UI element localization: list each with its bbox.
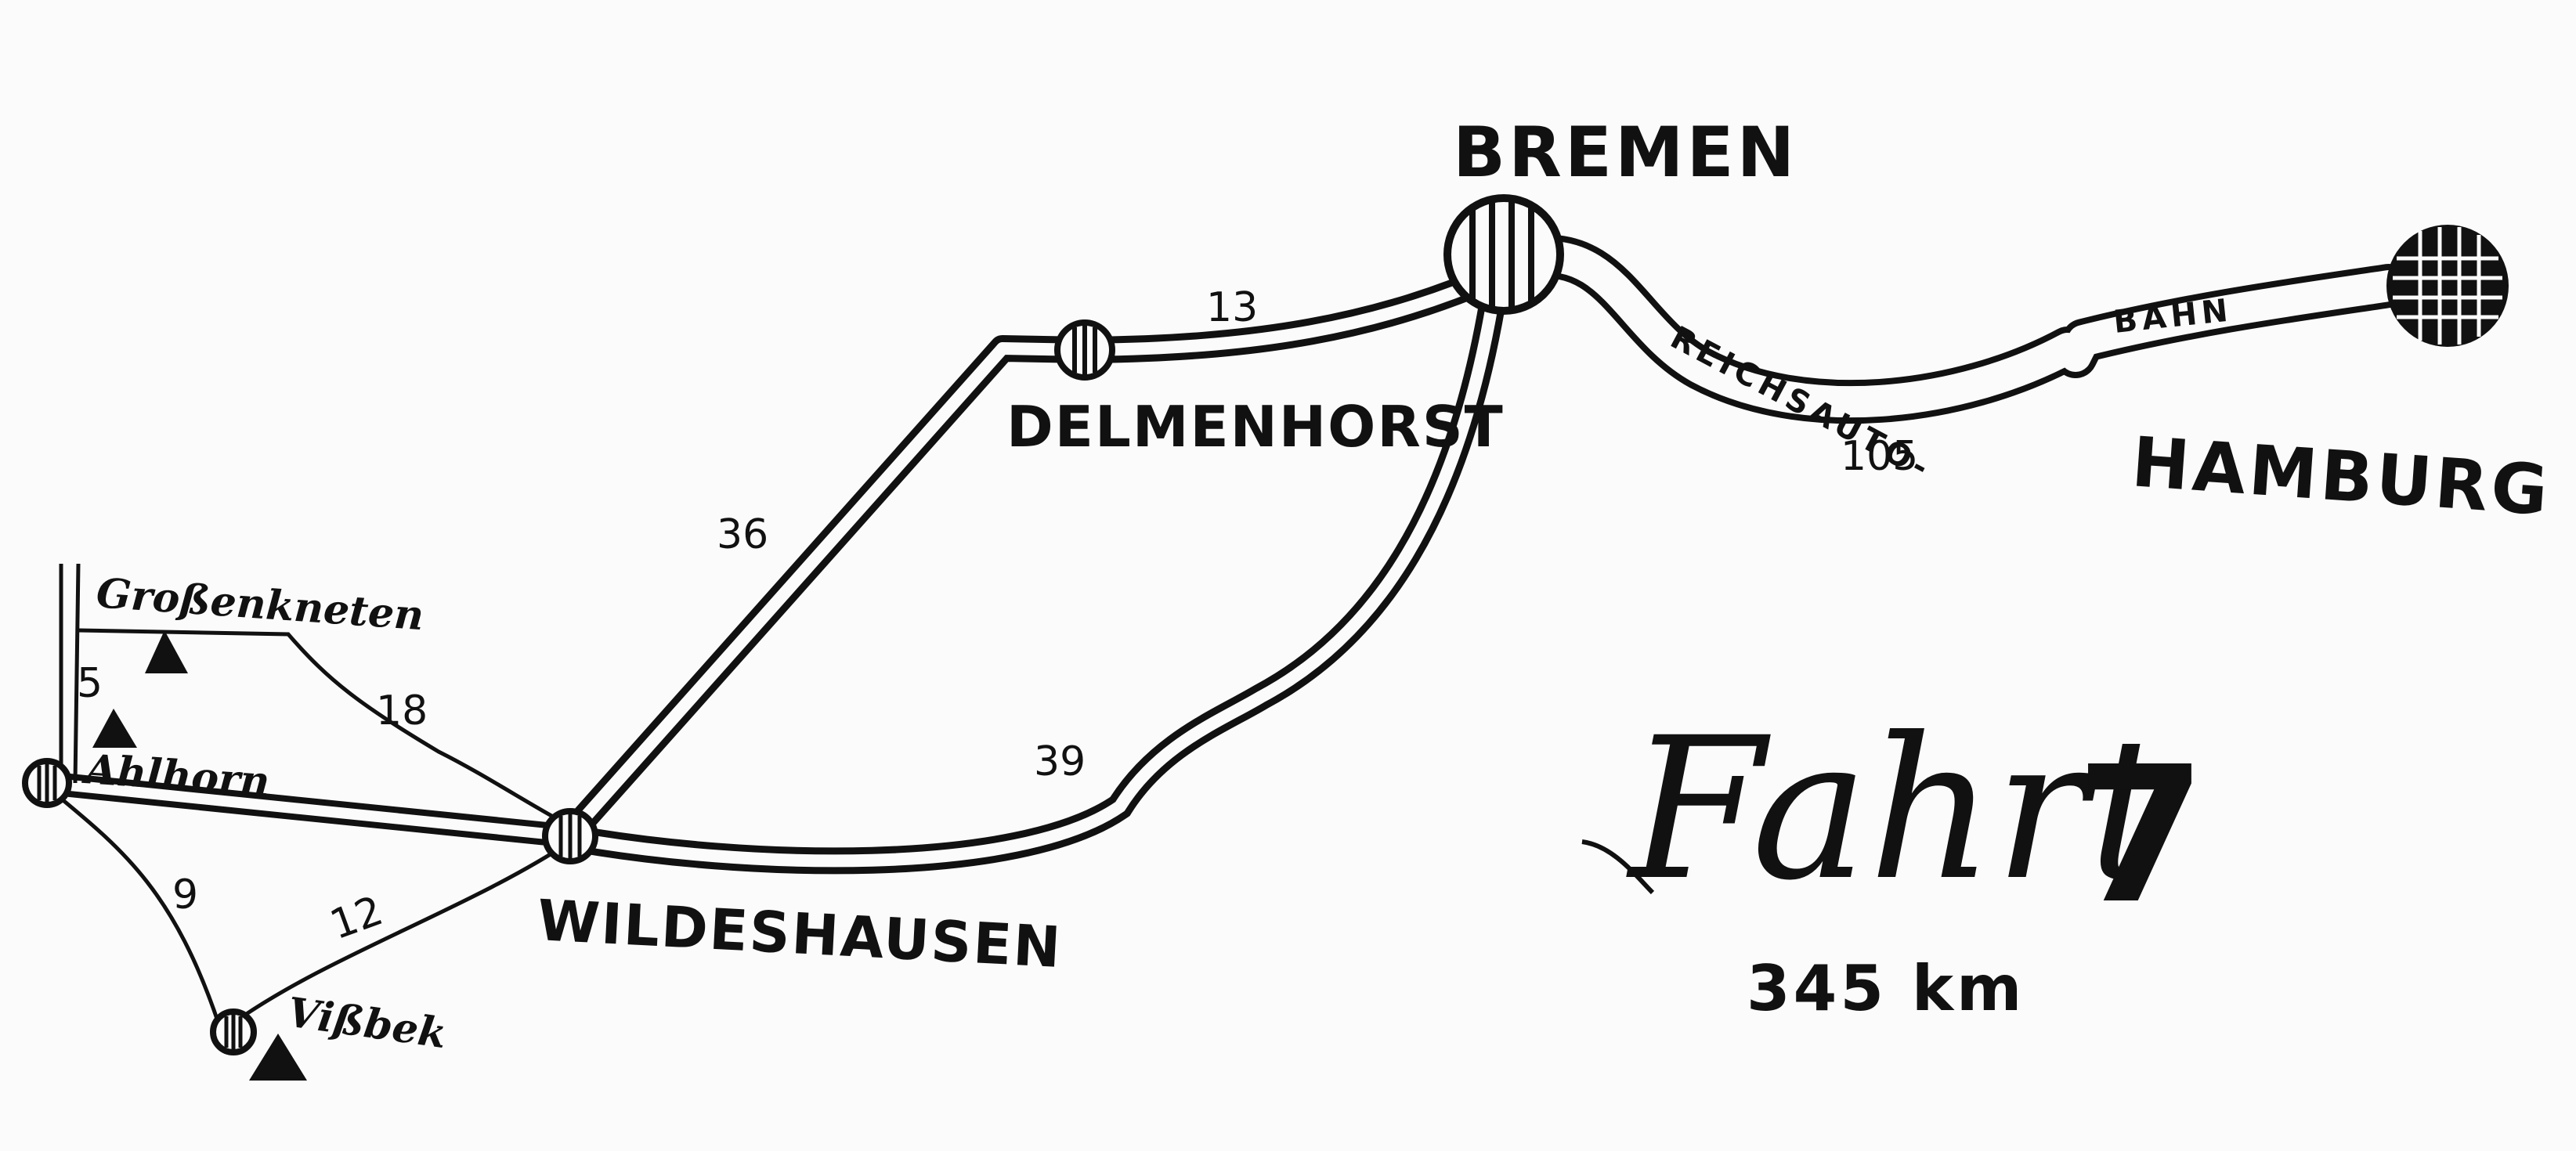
triangle-visbek-icon	[249, 1034, 307, 1081]
total-distance: 345 km	[1747, 952, 2025, 1025]
road-north-line-b	[73, 563, 81, 784]
distance-delmenhorst-bremen: 13	[1206, 284, 1258, 331]
distance-bremen-hamburg: 105	[1841, 433, 1918, 480]
wildeshausen-marker	[542, 808, 598, 864]
label-visbek: Vißbek	[284, 988, 450, 1058]
road-visbek-wildeshausen	[233, 839, 572, 1024]
label-grossenkneten: Großenkneten	[95, 569, 425, 640]
trip-number: 7	[2076, 726, 2206, 945]
road-bremen-hamburg	[1505, 234, 2411, 424]
title-block: Fahrt 7 345 km	[1581, 695, 2206, 1025]
road-delmenhorst-bremen	[1071, 257, 1521, 363]
minor-roads	[45, 563, 572, 1027]
distance-wildeshausen-delmenhorst: 36	[717, 511, 768, 558]
bremen-marker	[1443, 194, 1564, 315]
label-delmenhorst: DELMENHORST	[1006, 394, 1505, 460]
distance-ahlhorn-grossenkneten: 5	[77, 660, 103, 707]
delmenhorst-marker	[1054, 319, 1115, 381]
distance-grossenkneten-wildeshausen: 18	[376, 687, 428, 734]
distance-wildeshausen-bremen: 39	[1034, 738, 1086, 785]
hamburg-marker	[2386, 225, 2509, 347]
distance-ahlhorn-visbek: 9	[172, 871, 198, 918]
triangle-grossenkneten-icon	[145, 630, 188, 673]
title-flourish	[1581, 839, 1655, 895]
road-grossenkneten-wildeshausen	[78, 628, 572, 828]
label-bremen: BREMEN	[1453, 112, 1797, 193]
triangle-ahlhorn-icon	[92, 709, 137, 748]
road-wildeshausen-bremen	[557, 292, 1505, 875]
road-ahlhorn-wildeshausen	[35, 771, 582, 848]
label-hamburg: HAMBURG	[2130, 421, 2554, 531]
visbek-marker	[210, 1008, 257, 1055]
title-text: Fahrt	[1626, 695, 2167, 923]
ahlhorn-marker	[22, 758, 72, 808]
label-wildeshausen: WILDESHAUSEN	[536, 887, 1064, 980]
road-ahlhorn-visbek	[45, 785, 222, 1027]
